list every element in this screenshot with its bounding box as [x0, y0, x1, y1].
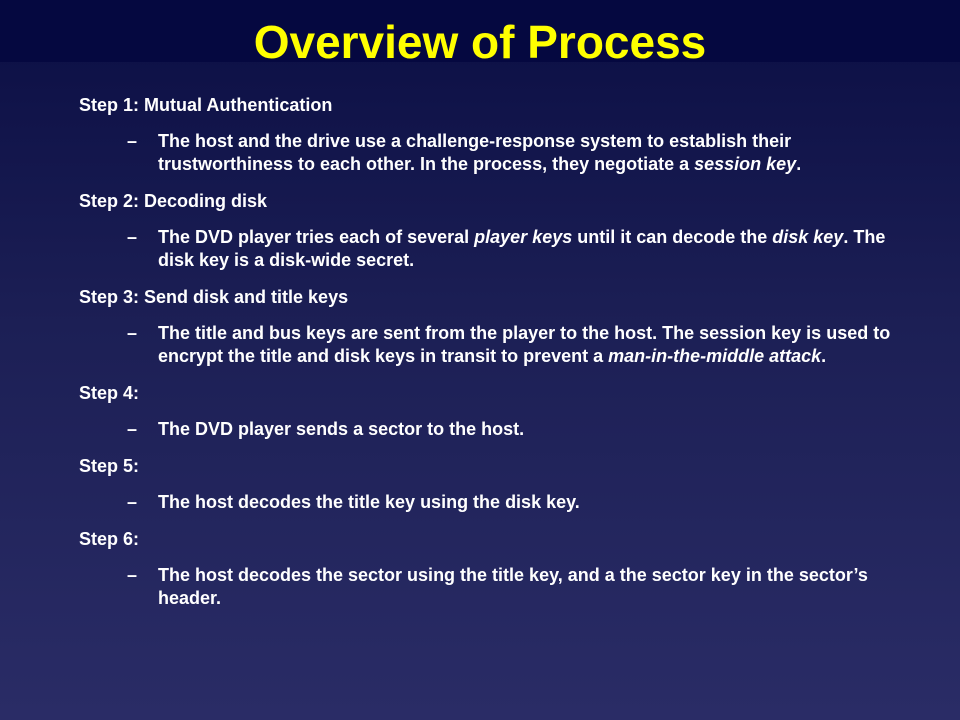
step-6: Step 6: – The host decodes the sector us…	[79, 528, 909, 610]
step-text: until it can decode the	[572, 227, 773, 247]
step-text: The host and the drive use a challenge-r…	[158, 131, 792, 174]
step-detail: – The host decodes the sector using the …	[79, 564, 909, 610]
step-heading: Step 5:	[79, 456, 140, 476]
step-detail: – The host and the drive use a challenge…	[79, 130, 909, 176]
bullet-dash: –	[127, 131, 138, 151]
step-4: Step 4: – The DVD player sends a sector …	[79, 382, 909, 441]
step-3: Step 3: Send disk and title keys – The t…	[79, 286, 909, 368]
step-text: The DVD player tries each of several	[158, 227, 475, 247]
step-2: Step 2: Decoding disk – The DVD player t…	[79, 190, 909, 272]
step-text: .	[796, 154, 802, 174]
term-disk-key: disk key	[772, 227, 844, 247]
bullet-dash: –	[127, 227, 138, 247]
step-1: Step 1: Mutual Authentication – The host…	[79, 94, 909, 176]
step-heading: Step 2: Decoding disk	[79, 191, 268, 211]
step-text: The host decodes the title key using the…	[158, 492, 580, 512]
step-heading: Step 6:	[79, 529, 140, 549]
slide-content: Step 1: Mutual Authentication – The host…	[79, 94, 909, 624]
bullet-dash: –	[127, 492, 138, 512]
step-detail: – The host decodes the title key using t…	[79, 491, 909, 514]
step-detail: – The DVD player tries each of several p…	[79, 226, 909, 272]
bullet-dash: –	[127, 565, 138, 585]
step-5: Step 5: – The host decodes the title key…	[79, 455, 909, 514]
step-heading: Step 4:	[79, 383, 140, 403]
term-player-keys: player keys	[474, 227, 573, 247]
step-text: .	[821, 346, 827, 366]
bullet-dash: –	[127, 323, 138, 343]
step-heading: Step 1: Mutual Authentication	[79, 95, 333, 115]
bullet-dash: –	[127, 419, 138, 439]
step-detail: – The title and bus keys are sent from t…	[79, 322, 909, 368]
title-bar	[0, 0, 960, 62]
step-detail: – The DVD player sends a sector to the h…	[79, 418, 909, 441]
slide-title: Overview of Process	[253, 16, 707, 68]
term-session-key: session key	[694, 154, 797, 174]
step-text: The title and bus keys are sent from the…	[158, 323, 891, 366]
term-mitm-attack: man-in-the-middle attack	[608, 346, 822, 366]
step-text: The DVD player sends a sector to the hos…	[158, 419, 525, 439]
step-heading: Step 3: Send disk and title keys	[79, 287, 349, 307]
step-text: The host decodes the sector using the ti…	[158, 565, 868, 608]
step-text: . The disk key is a disk-wide secret.	[158, 227, 886, 270]
